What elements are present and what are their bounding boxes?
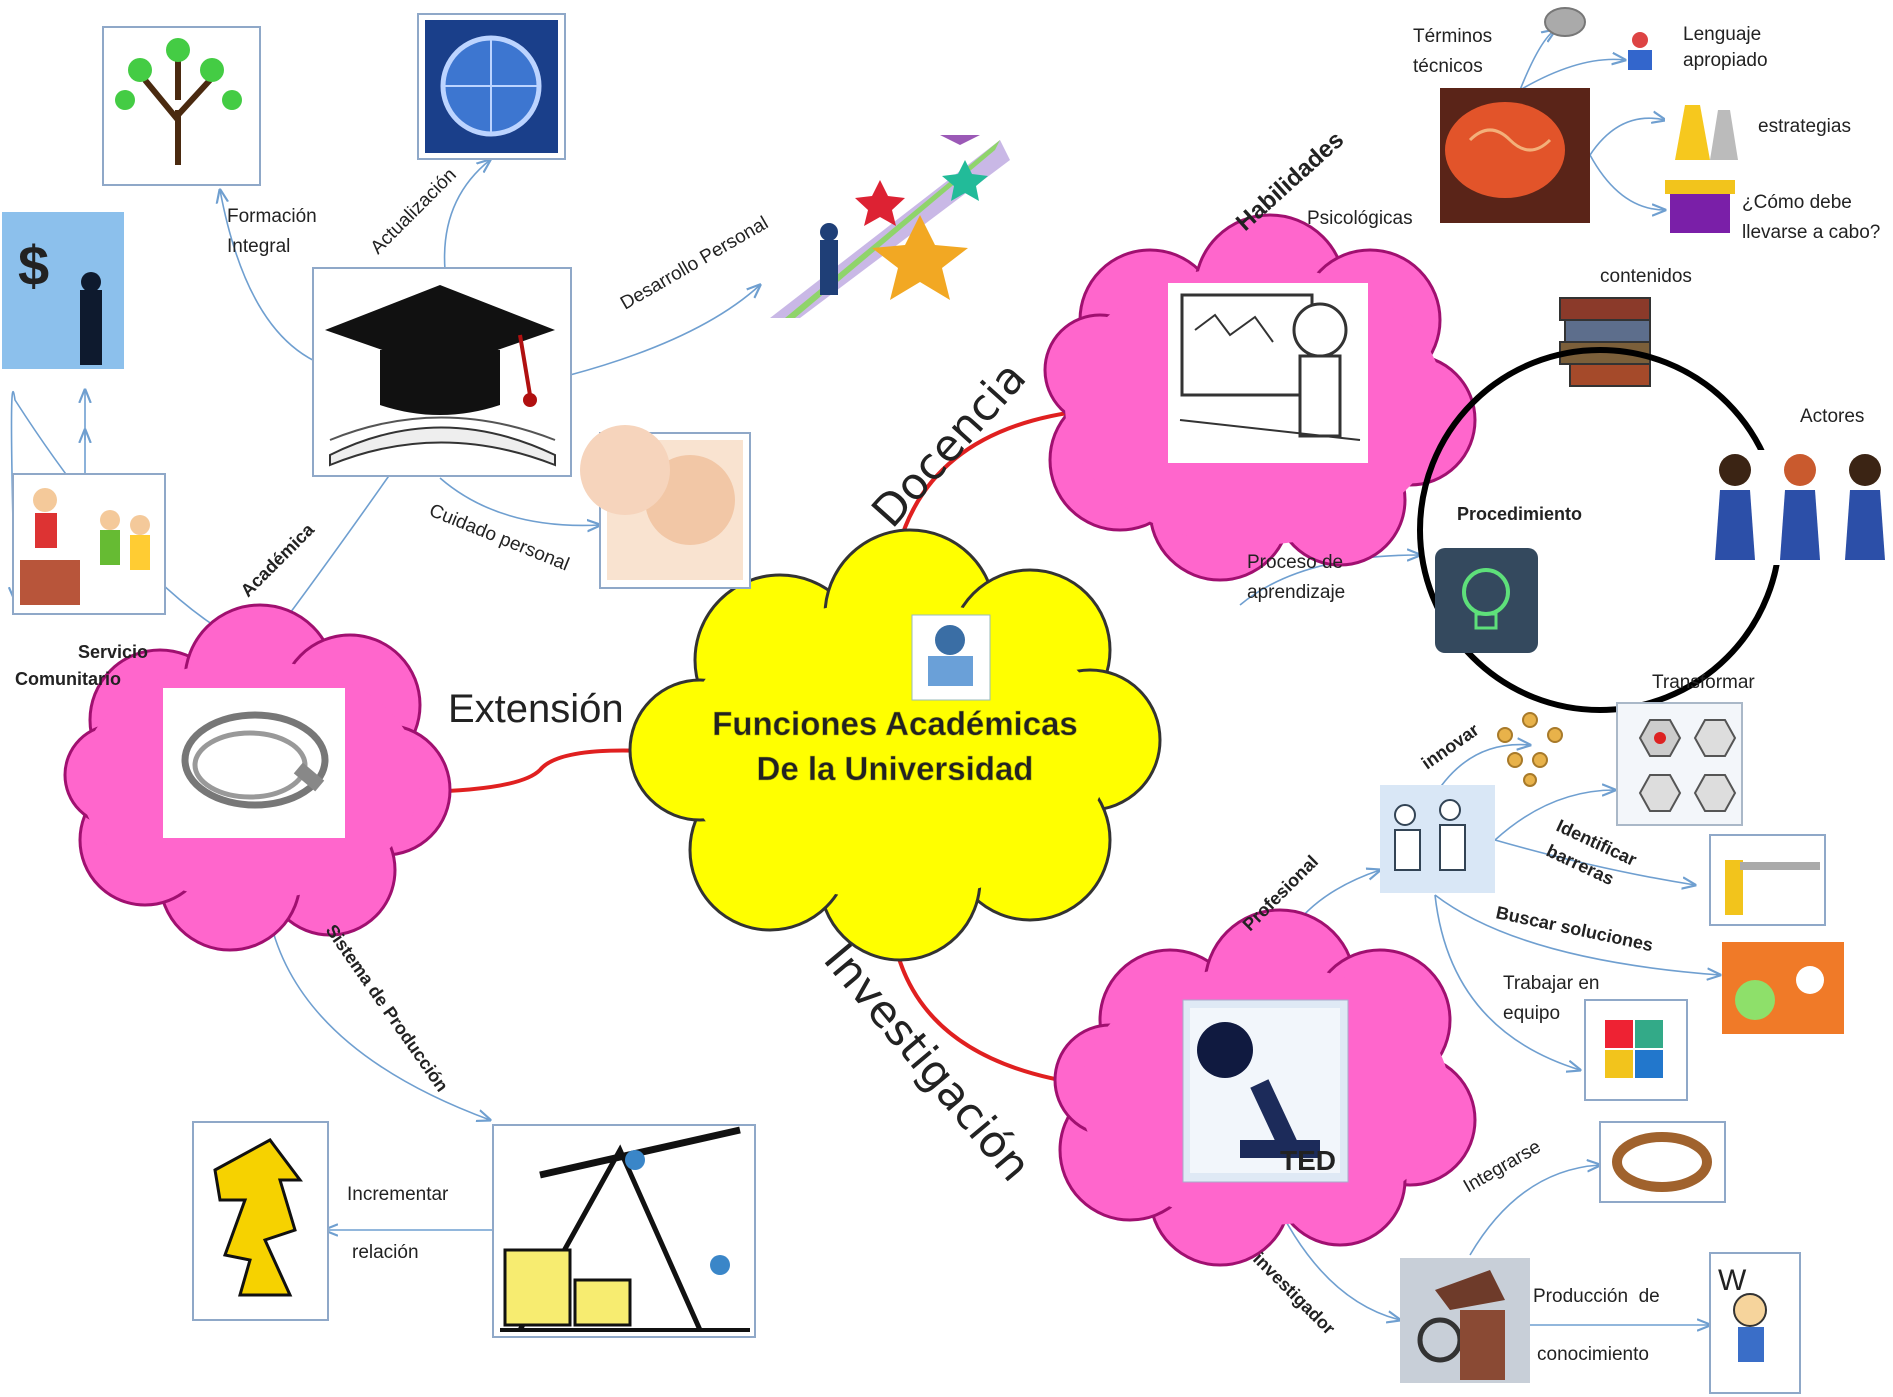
label-desarrollo-personal: Desarrollo Personal bbox=[617, 213, 772, 315]
label-contenidos: contenidos bbox=[1600, 266, 1692, 287]
puzzle-team-picture bbox=[1584, 999, 1688, 1101]
label-formacion-2: Integral bbox=[227, 236, 290, 257]
kid-writing-picture: W bbox=[1709, 1252, 1801, 1394]
students-picture bbox=[1700, 450, 1890, 565]
label-como-debe-2: llevarse a cabo? bbox=[1742, 222, 1880, 243]
label-psicologicas: Psicológicas bbox=[1307, 208, 1413, 229]
yellow-arrow-picture bbox=[192, 1121, 329, 1321]
label-terminos-2: técnicos bbox=[1413, 56, 1483, 77]
brain-picture bbox=[1440, 88, 1590, 223]
label-investigador: investigador bbox=[1249, 1249, 1339, 1339]
label-servicio-2: Comunitario bbox=[15, 669, 121, 689]
label-trabajar-1: Trabajar en bbox=[1503, 973, 1599, 994]
hands-circle-picture bbox=[1599, 1121, 1726, 1203]
label-produccion-1: Producción de bbox=[1533, 1286, 1660, 1307]
stone-picture bbox=[1544, 7, 1586, 37]
label-terminos-1: Términos bbox=[1413, 26, 1492, 47]
label-sistema-produccion: Sistema de Producción bbox=[322, 921, 453, 1096]
scientists-picture bbox=[1380, 785, 1495, 893]
label-transformar: Transformar bbox=[1652, 672, 1755, 693]
label-servicio-1: Servicio bbox=[78, 642, 148, 662]
label-relacion: relación bbox=[352, 1242, 419, 1263]
cartoon-teacher-picture bbox=[1168, 283, 1368, 463]
books-picture bbox=[1559, 297, 1651, 387]
label-academica: Académica bbox=[237, 519, 319, 601]
baby-picture bbox=[580, 425, 751, 589]
label-integrarse: Integrarse bbox=[1460, 1136, 1545, 1197]
label-trabajar-2: equipo bbox=[1503, 1003, 1560, 1024]
connectors bbox=[12, 30, 1721, 1325]
label-buscar-soluciones: Buscar soluciones bbox=[1494, 902, 1655, 955]
globe-picture bbox=[417, 13, 566, 160]
label-actualizacion: Actualización bbox=[367, 165, 461, 259]
center-title-line2: De la Universidad bbox=[757, 750, 1034, 787]
label-innovar: innovar bbox=[1418, 720, 1483, 774]
graduation-cap-picture bbox=[312, 267, 572, 477]
hex-nuts-picture bbox=[1616, 702, 1743, 826]
label-incrementar: Incrementar bbox=[347, 1184, 449, 1205]
solutions-picture bbox=[1722, 942, 1844, 1034]
gift-box-picture bbox=[1665, 180, 1735, 233]
molecule-picture bbox=[1497, 712, 1563, 787]
lightbulb-picture bbox=[1435, 548, 1538, 653]
dollar-man-picture: $ bbox=[2, 212, 124, 369]
branch-docencia: Docencia bbox=[862, 352, 1036, 537]
label-como-debe-1: ¿Cómo debe bbox=[1742, 192, 1852, 213]
cable-picture bbox=[163, 688, 345, 838]
microscope-picture: TED bbox=[1182, 999, 1349, 1183]
center-title-line1: Funciones Académicas bbox=[712, 705, 1078, 742]
lenguaje-picture bbox=[1628, 32, 1652, 70]
cloud-center bbox=[628, 528, 1162, 962]
label-lenguaje-1: Lenguaje bbox=[1683, 24, 1761, 45]
label-proceso-2: aprendizaje bbox=[1247, 582, 1345, 603]
label-estrategias: estrategias bbox=[1758, 116, 1851, 137]
barrier-picture bbox=[1709, 834, 1826, 926]
label-lenguaje-2: apropiado bbox=[1683, 50, 1768, 71]
label-proceso-1: Proceso de bbox=[1247, 552, 1343, 573]
label-produccion-2: conocimiento bbox=[1537, 1344, 1649, 1365]
detective-picture bbox=[1400, 1258, 1530, 1383]
chess-picture bbox=[1665, 88, 1745, 163]
svg-text:$: $ bbox=[18, 234, 49, 297]
svg-text:TED: TED bbox=[1280, 1145, 1336, 1176]
oil-pump-picture bbox=[492, 1124, 756, 1338]
svg-text:W: W bbox=[1718, 1264, 1747, 1297]
label-actores: Actores bbox=[1800, 406, 1864, 427]
kids-community-picture bbox=[12, 473, 166, 615]
teacher-desk-picture bbox=[911, 614, 991, 701]
label-formacion-1: Formación bbox=[227, 206, 317, 227]
tree-picture bbox=[102, 26, 261, 186]
stars-path-picture bbox=[770, 135, 1010, 318]
branch-extension: Extensión bbox=[448, 687, 624, 731]
label-procedimiento: Procedimiento bbox=[1457, 504, 1582, 524]
